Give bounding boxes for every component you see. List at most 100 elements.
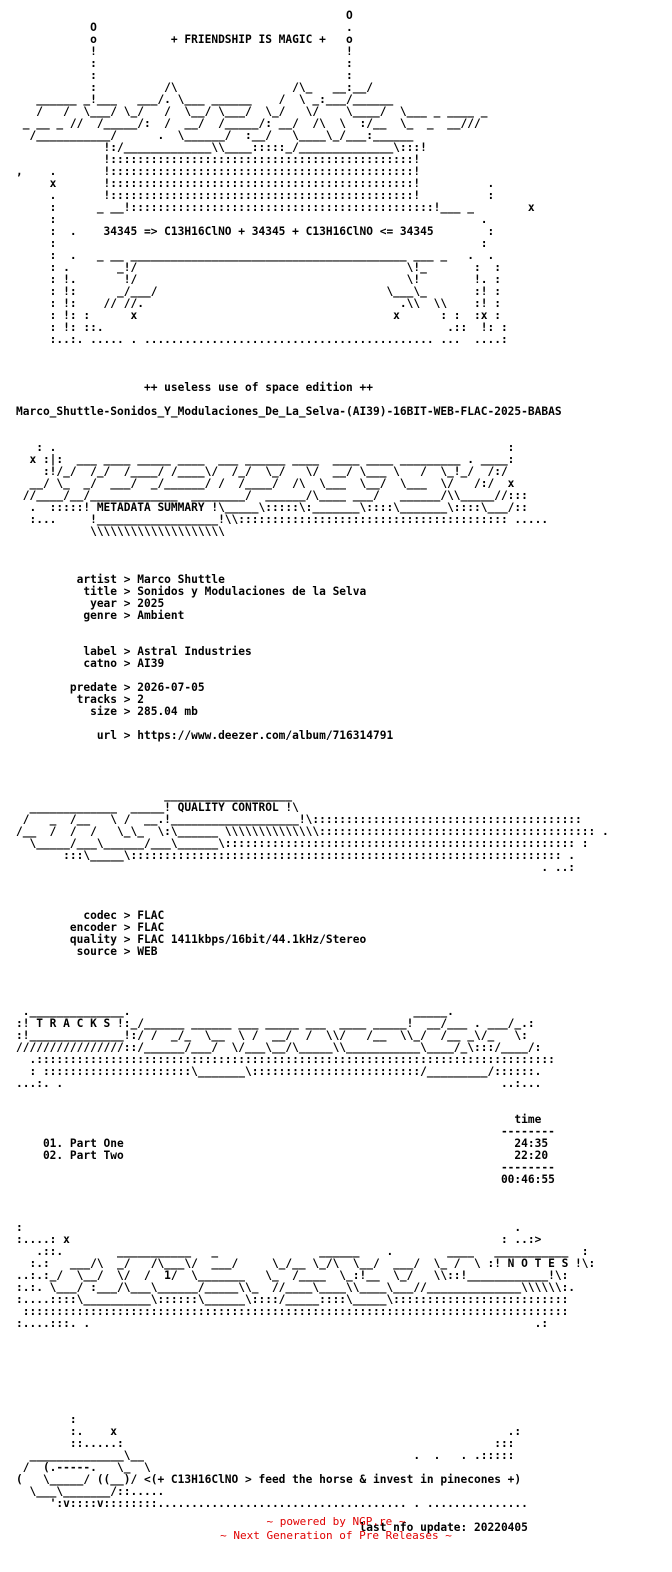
nfo-line: / (.-----. \_ \ <box>16 1461 151 1474</box>
nfo-line: .:::::::::::::::::::::::::::::::::::::::… <box>16 1053 555 1066</box>
nfo-line: artist > Marco Shuttle <box>16 573 225 586</box>
nfo-line: size > 285.04 mb <box>16 705 198 718</box>
nfo-line: source > WEB <box>16 945 158 958</box>
nfo-line: . :::::! METADATA SUMMARY !\_____\:::::\… <box>16 501 528 514</box>
footer-powered-by: ~ powered by NGP.re ~ <box>266 1515 406 1528</box>
nfo-line: : _ __!:::::::::::::::::::::::::::::::::… <box>16 201 535 214</box>
nfo-line: : . _ __ _______________________________… <box>16 249 495 262</box>
nfo-line: : . : <box>16 441 515 454</box>
nfo-line: quality > FLAC 1411kbps/16bit/44.1kHz/St… <box>16 933 367 946</box>
nfo-line: : <box>16 1413 77 1426</box>
nfo-line: :::\_____\::::::::::::::::::::::::::::::… <box>16 849 576 862</box>
nfo-line: :.:. \___/ :___/\___\______/_____\\_ //_… <box>16 1281 576 1294</box>
nfo-line: 00:46:55 <box>16 1173 555 1186</box>
nfo-line: : /\ /\_ __:__/ <box>16 81 373 94</box>
nfo-line: title > Sonidos y Modulaciones de la Sel… <box>16 585 367 598</box>
nfo-line: : ::::::::::::::::::::::\_______\:::::::… <box>16 1065 542 1078</box>
nfo-line <box>16 1330 609 1342</box>
nfo-line: : !: // //. .\\ \\ :! : <box>16 297 501 310</box>
nfo-line: label > Astral Industries <box>16 645 252 658</box>
nfo-line: _____________ _____! QUALITY CONTROL !\ <box>16 801 299 814</box>
nfo-line: : . <box>16 1221 522 1234</box>
nfo-line: year > 2025 <box>16 597 165 610</box>
nfo-line <box>16 1342 609 1354</box>
nfo-line <box>16 1354 609 1366</box>
nfo-line: __/ \_ _/ ___/ _/______/ / /____/ /\ \__… <box>16 477 515 490</box>
nfo-line: : : <box>16 237 488 250</box>
nfo-line: last nfo update: 20220405 <box>16 1521 528 1534</box>
nfo-line: catno > AI39 <box>16 657 165 670</box>
nfo-ascii-art: O O . o + FRIENDSHIP IS MAGIC + o ! ! : <box>16 10 609 1534</box>
nfo-line: : . 34345 => C13H16ClNO + 34345 + C13H16… <box>16 225 495 238</box>
nfo-line: _ __ _ // /_____/: / __/ /_____/: __/ /\… <box>16 117 481 130</box>
nfo-line <box>16 346 609 358</box>
nfo-line: : : <box>16 57 353 70</box>
nfo-line: x !:::::::::::::::::::::::::::::::::::::… <box>16 177 495 190</box>
nfo-line: \___\_______/::..... <box>16 1485 165 1498</box>
nfo-line <box>16 982 609 994</box>
nfo-line <box>16 874 609 886</box>
nfo-line <box>16 1390 609 1402</box>
nfo-line: :....:::. . .: <box>16 1317 549 1330</box>
nfo-line: / _ /__ \ / __.!___________________!\:::… <box>16 813 582 826</box>
nfo-line <box>16 358 609 370</box>
nfo-line <box>16 1186 609 1198</box>
nfo-line: , . !:::::::::::::::::::::::::::::::::::… <box>16 165 421 178</box>
nfo-line: \\\\\\\\\\\\\\\\\\\\ <box>16 525 225 538</box>
nfo-line: : !: : x x : : :x : <box>16 309 501 322</box>
nfo-line: ___________________ <box>16 789 293 802</box>
nfo-line: predate > 2026-07-05 <box>16 681 205 694</box>
nfo-line <box>16 958 609 970</box>
nfo-line: /__ / / / \_\_ \:\______ \\\\\\\\\\\\\\:… <box>16 825 609 838</box>
nfo-line: //____/__/_____________ ________/ ______… <box>16 489 528 502</box>
nfo-line: encoder > FLAC <box>16 921 165 934</box>
nfo-line: :! T R A C K S !:_/______ ______ ___ ___… <box>16 1017 535 1030</box>
nfo-line: ::::::::::::::::::::::::::::::::::::::::… <box>16 1305 569 1318</box>
nfo-line: ////////////////::/______/___/ \/___\__/… <box>16 1041 542 1054</box>
nfo-line: -------- <box>16 1161 555 1174</box>
nfo-line: : !: ::. .:: !: : <box>16 321 508 334</box>
nfo-line: ______________\__ . . . .::::: <box>16 1449 515 1462</box>
nfo-line: ':v::::v::::::::........................… <box>16 1497 528 1510</box>
nfo-line: 01. Part One 24:35 <box>16 1137 549 1150</box>
nfo-line: ..:.:_/ \__/ \/ / 1/ \_______ \_ /____ \… <box>16 1269 569 1282</box>
nfo-line <box>16 1198 609 1210</box>
nfo-line: . !:::::::::::::::::::::::::::::::::::::… <box>16 189 495 202</box>
nfo-line <box>16 754 609 766</box>
nfo-line: :....: x : ..:> <box>16 1233 542 1246</box>
nfo-line: !:/_____________\\____:::::_/___________… <box>16 141 427 154</box>
nfo-line <box>16 622 609 634</box>
nfo-line: \_____/___\______/___\______\:::::::::::… <box>16 837 589 850</box>
nfo-line: url > https://www.deezer.com/album/71631… <box>16 729 394 742</box>
nfo-line <box>16 418 609 430</box>
nfo-line <box>16 538 609 550</box>
nfo-line: -------- <box>16 1125 555 1138</box>
nfo-line: genre > Ambient <box>16 609 185 622</box>
nfo-line: .______________. _____. <box>16 1005 454 1018</box>
nfo-line <box>16 1366 609 1378</box>
nfo-line: :....::::\__________\::::::\______\::::/… <box>16 1293 569 1306</box>
nfo-line: !:::::::::::::::::::::::::::::::::::::::… <box>16 153 421 166</box>
nfo-line: O . <box>16 21 353 34</box>
nfo-line: ++ useless use of space edition ++ <box>16 381 373 394</box>
nfo-line <box>16 1090 609 1102</box>
nfo-line <box>16 550 609 562</box>
nfo-line: : !: _/___/ \___\_ :! : <box>16 285 501 298</box>
nfo-line: time <box>16 1113 542 1126</box>
nfo-line: codec > FLAC <box>16 909 165 922</box>
nfo-line: / / \___/ \_/ / \__/ \___/ \_/ \/ \____/… <box>16 105 488 118</box>
nfo-line <box>16 1378 609 1390</box>
nfo-line <box>16 886 609 898</box>
nfo-line <box>16 766 609 778</box>
nfo-line: . ..: <box>16 861 576 874</box>
nfo-line: : . _!/ \!_ : : <box>16 261 501 274</box>
nfo-line <box>16 1402 609 1414</box>
nfo-line: ______ _!___ ___/. \___ ______ / \ _:___… <box>16 93 394 106</box>
nfo-line: :... !__________________!\\:::::::::::::… <box>16 513 549 526</box>
nfo-line: :.: ___/\ _/ /\___\/ ___/ \_/__ \_/\ \__… <box>16 1257 596 1270</box>
nfo-line: : : <box>16 69 353 82</box>
nfo-line: :. x .: <box>16 1425 522 1438</box>
nfo-line: tracks > 2 <box>16 693 144 706</box>
nfo-line <box>16 742 609 754</box>
nfo-line: O <box>16 9 353 22</box>
